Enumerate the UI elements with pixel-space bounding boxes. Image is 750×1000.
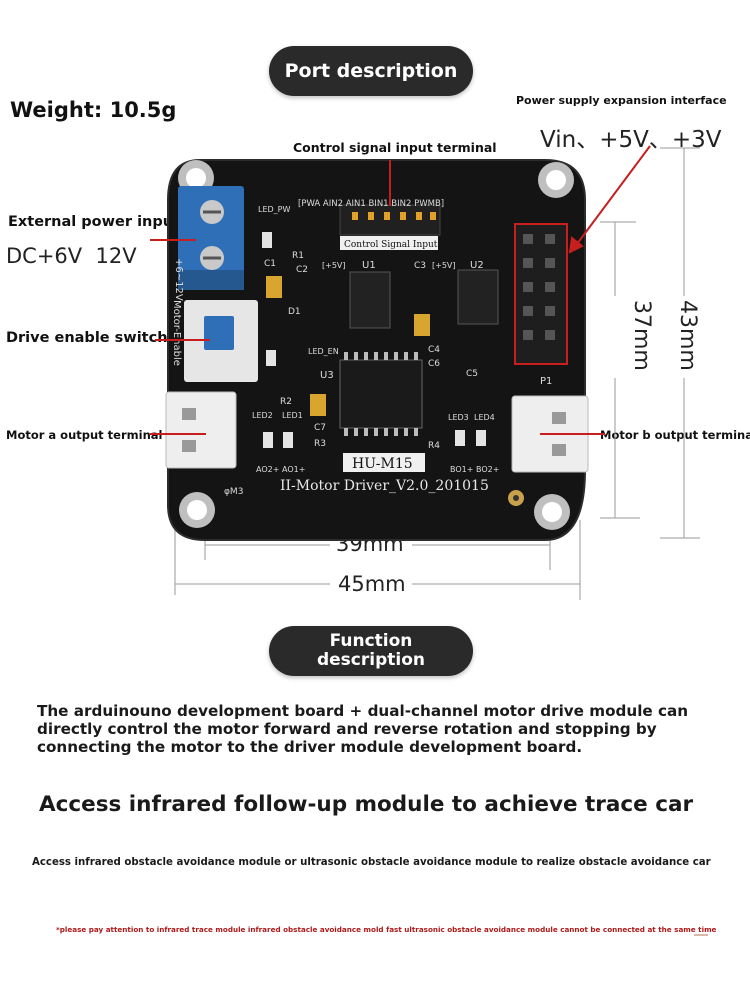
port-description-title: Port description — [269, 46, 473, 96]
control-header — [339, 204, 441, 236]
silk-bo2: BO2+ — [476, 465, 499, 474]
silk-m3: φM3 — [224, 487, 243, 497]
silk-5v-a: [+5V] — [322, 261, 346, 270]
silk-u2: U2 — [470, 260, 484, 271]
silk-led1: LED1 — [282, 411, 303, 420]
compatibility-warning: *please pay attention to infrared trace … — [56, 925, 717, 934]
external-power-label: External power input — [8, 214, 180, 230]
silk-p1: P1 — [540, 376, 552, 387]
motor-driver-board-illustration: +6~12V Motor-Enable [PWA AIN2 AIN1 BIN1 … — [150, 145, 700, 600]
motor-a-connector — [165, 391, 237, 469]
silk-led3: LED3 — [448, 413, 469, 422]
silk-c3: C3 — [414, 261, 426, 271]
silk-u1: U1 — [362, 260, 376, 271]
function-paragraph: The arduinouno development board + dual-… — [37, 702, 689, 756]
silk-r2: R2 — [280, 397, 292, 407]
silk-u3: U3 — [320, 370, 334, 381]
silk-ao2: AO2+ — [256, 465, 279, 474]
p1-header — [514, 223, 568, 365]
voltage-regulators — [349, 269, 499, 329]
capacitors — [266, 276, 430, 416]
silk-c6: C6 — [428, 359, 440, 369]
dim-45mm: 45mm — [338, 572, 406, 596]
motor-a-label: Motor a output terminal — [6, 428, 163, 442]
silk-control-signal-input: Control Signal Input — [344, 240, 438, 250]
obstacle-avoidance-note: Access infrared obstacle avoidance modul… — [32, 857, 711, 868]
silk-r4: R4 — [428, 441, 440, 451]
silk-motor-enable: Motor-Enable — [171, 300, 182, 366]
warning-underline-mark — [694, 934, 708, 936]
silk-led4: LED4 — [474, 413, 495, 422]
silk-r3: R3 — [314, 439, 326, 449]
voltage-options-label: Vin、+5V、+3V — [540, 127, 722, 153]
silk-c4: C4 — [428, 345, 440, 355]
silk-led2: LED2 — [252, 411, 273, 420]
motor-b-label: Motor b output terminal — [600, 428, 750, 442]
dimension-lines — [174, 147, 700, 600]
silk-c2: C2 — [296, 265, 308, 275]
leds — [262, 232, 486, 448]
silk-led-pw: LED_PW — [258, 205, 290, 214]
dc-range-label: DC+6V 12V — [6, 244, 137, 268]
silk-c7: C7 — [314, 423, 326, 433]
silk-5v-b: [+5V] — [432, 261, 456, 270]
board-name: II-Motor Driver_V2.0_201015 — [280, 478, 489, 494]
silk-c5: C5 — [466, 369, 478, 379]
silk-d1: D1 — [288, 307, 301, 317]
weight-label: Weight: 10.5g — [10, 98, 177, 122]
silk-r1: R1 — [292, 251, 304, 261]
silk-led-en: LED_EN — [308, 347, 339, 356]
mounting-holes — [178, 160, 574, 530]
silk-bo1: BO1+ — [450, 465, 473, 474]
enable-switch — [184, 300, 258, 382]
silk-c1: C1 — [264, 259, 276, 269]
function-title-line2: description — [316, 650, 425, 670]
silk-vin: +6~12V — [173, 258, 184, 301]
indicator-arrows — [150, 145, 651, 435]
driver-ic — [339, 352, 423, 436]
board-model: HU-M15 — [352, 456, 413, 472]
power-expansion-label: Power supply expansion interface — [516, 94, 727, 107]
drive-enable-label: Drive enable switch — [6, 330, 168, 346]
trace-car-headline: Access infrared follow-up module to achi… — [39, 792, 694, 817]
control-signal-label: Control signal input terminal — [293, 140, 497, 155]
function-description-title: Function description — [269, 626, 473, 676]
silk-header-label: [PWA AIN2 AIN1 BIN1 BIN2 PWMB] — [298, 199, 444, 209]
silk-ao1: AO1+ — [282, 465, 305, 474]
power-terminal-block — [178, 186, 244, 290]
function-title-line1: Function — [329, 631, 413, 651]
